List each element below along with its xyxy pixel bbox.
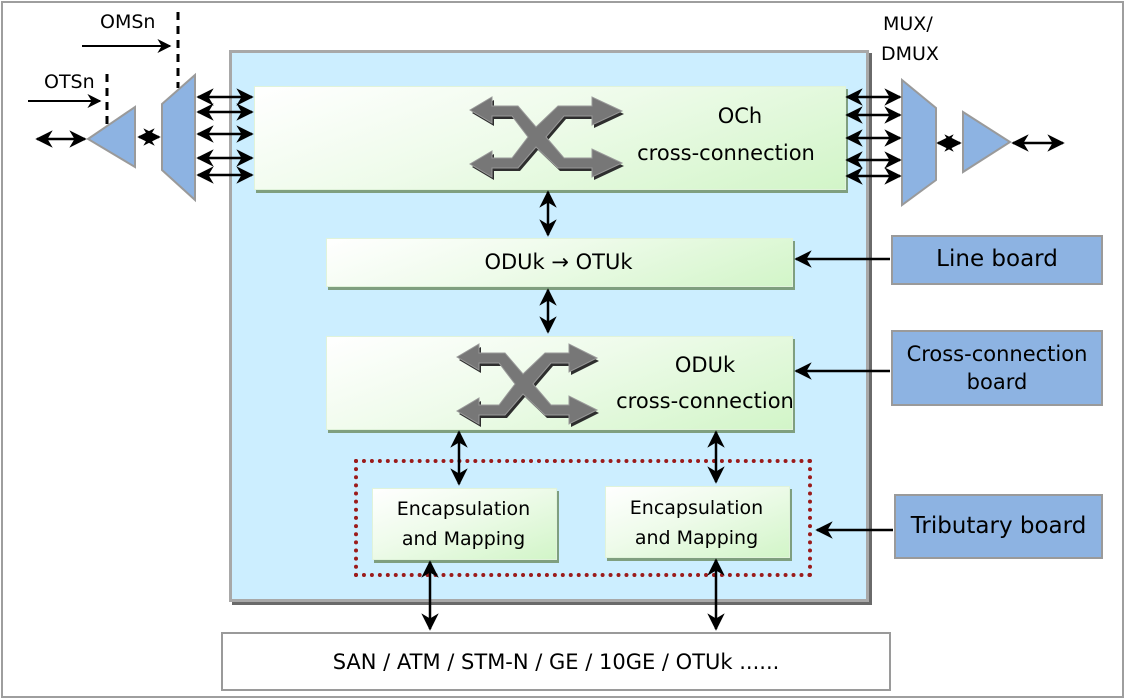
cross-connection-board-line-1: Cross-connection [906, 341, 1088, 366]
mux-label: MUX/ [883, 13, 933, 35]
encapsulation-mapping-block-1 [372, 488, 557, 560]
cross-connection-board: Cross-connection board [891, 330, 1103, 406]
tributary-board: Tributary board [894, 494, 1103, 559]
oduk-to-otuk-block [326, 238, 793, 287]
line-board-label: Line board [936, 246, 1058, 273]
otsn-marker [28, 74, 109, 124]
otsn-label: OTSn [44, 71, 95, 93]
right-wavelength-arrows [845, 88, 902, 185]
omsn-marker [82, 12, 180, 88]
left-amplifier-icon [86, 105, 136, 169]
left-wavelength-arrows [196, 88, 254, 184]
client-services-label: SAN / ATM / STM-N / GE / 10GE / OTUk ...… [332, 649, 780, 674]
tributary-group-outline [354, 459, 812, 577]
right-amplifier-icon [962, 110, 1012, 174]
encap-2-line-2: and Mapping [634, 527, 759, 549]
och-switch-icon [469, 96, 624, 180]
oduk-switch-icon [456, 343, 599, 427]
left-demux-icon [161, 72, 196, 203]
omsn-label: OMSn [100, 11, 156, 33]
line-board: Line board [891, 235, 1103, 285]
cross-connection-board-line-2: board [966, 370, 1028, 394]
oduk-to-otuk-label: ODUk → OTUk [484, 250, 633, 274]
encap-2-line-1: Encapsulation [629, 497, 764, 519]
och-label: OCh [717, 104, 763, 128]
oduk-label: ODUk [674, 353, 736, 377]
och-cross-connection-block [254, 86, 846, 190]
encapsulation-mapping-block-2 [605, 486, 790, 558]
encap-1-line-1: Encapsulation [396, 498, 531, 520]
right-mux-icon [901, 77, 937, 207]
och-cross-connection-label: cross-connection [637, 141, 815, 165]
encap-1-line-2: and Mapping [401, 528, 526, 550]
client-services-box: SAN / ATM / STM-N / GE / 10GE / OTUk ...… [221, 632, 891, 691]
tributary-board-label: Tributary board [910, 512, 1087, 539]
dmux-label: DMUX [881, 43, 939, 65]
oduk-cross-connection-label: cross-connection [616, 389, 794, 413]
